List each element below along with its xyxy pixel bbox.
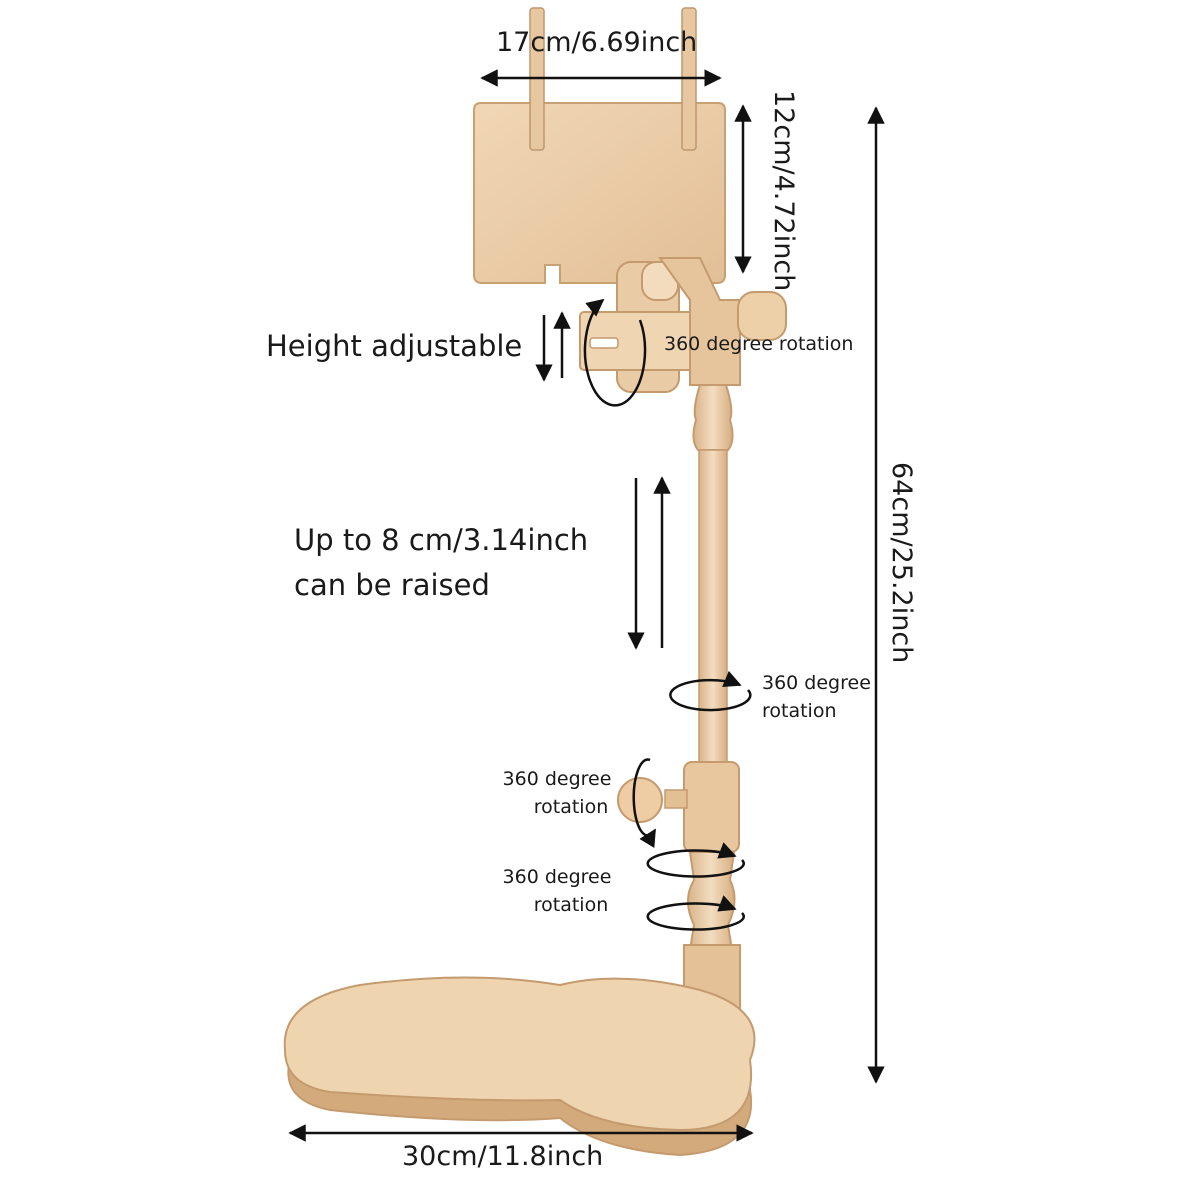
display-board [473, 7, 726, 284]
rotation-lower-label-2: rotation [533, 894, 609, 916]
base-width-label: 30cm/11.8inch [402, 1141, 604, 1172]
rotation-lower-label-1: 360 degree [502, 866, 612, 888]
upper-pole [692, 384, 734, 773]
adjust-knob [617, 777, 663, 823]
height-adjustable-label: Height adjustable [266, 329, 523, 363]
rotation-mid-label-1: 360 degree [762, 672, 871, 694]
rotation-head-label: 360 degree rotation [664, 333, 854, 355]
rotation-mid-label-2: rotation [762, 700, 837, 722]
raise-label-line1: Up to 8 cm/3.14inch [294, 523, 589, 557]
rotation-lower1-icon [646, 842, 745, 878]
rotation-knob-icon [632, 758, 657, 849]
total-height-label: 64cm/25.2inch [886, 462, 917, 664]
board-height-label: 12cm/4.72inch [768, 90, 799, 292]
middle-joint [617, 761, 740, 853]
rotation-knob-label-2: rotation [533, 796, 609, 818]
board-width-label: 17cm/6.69inch [496, 27, 698, 58]
kidney-base [283, 976, 756, 1157]
raise-label-line2: can be raised [294, 568, 490, 602]
rotation-knob-label-1: 360 degree [502, 768, 612, 790]
rotation-lower2-icon [646, 895, 745, 931]
rotation-mid-icon [669, 670, 752, 712]
rotation-head-icon [583, 298, 647, 407]
head-clamp [579, 257, 787, 393]
